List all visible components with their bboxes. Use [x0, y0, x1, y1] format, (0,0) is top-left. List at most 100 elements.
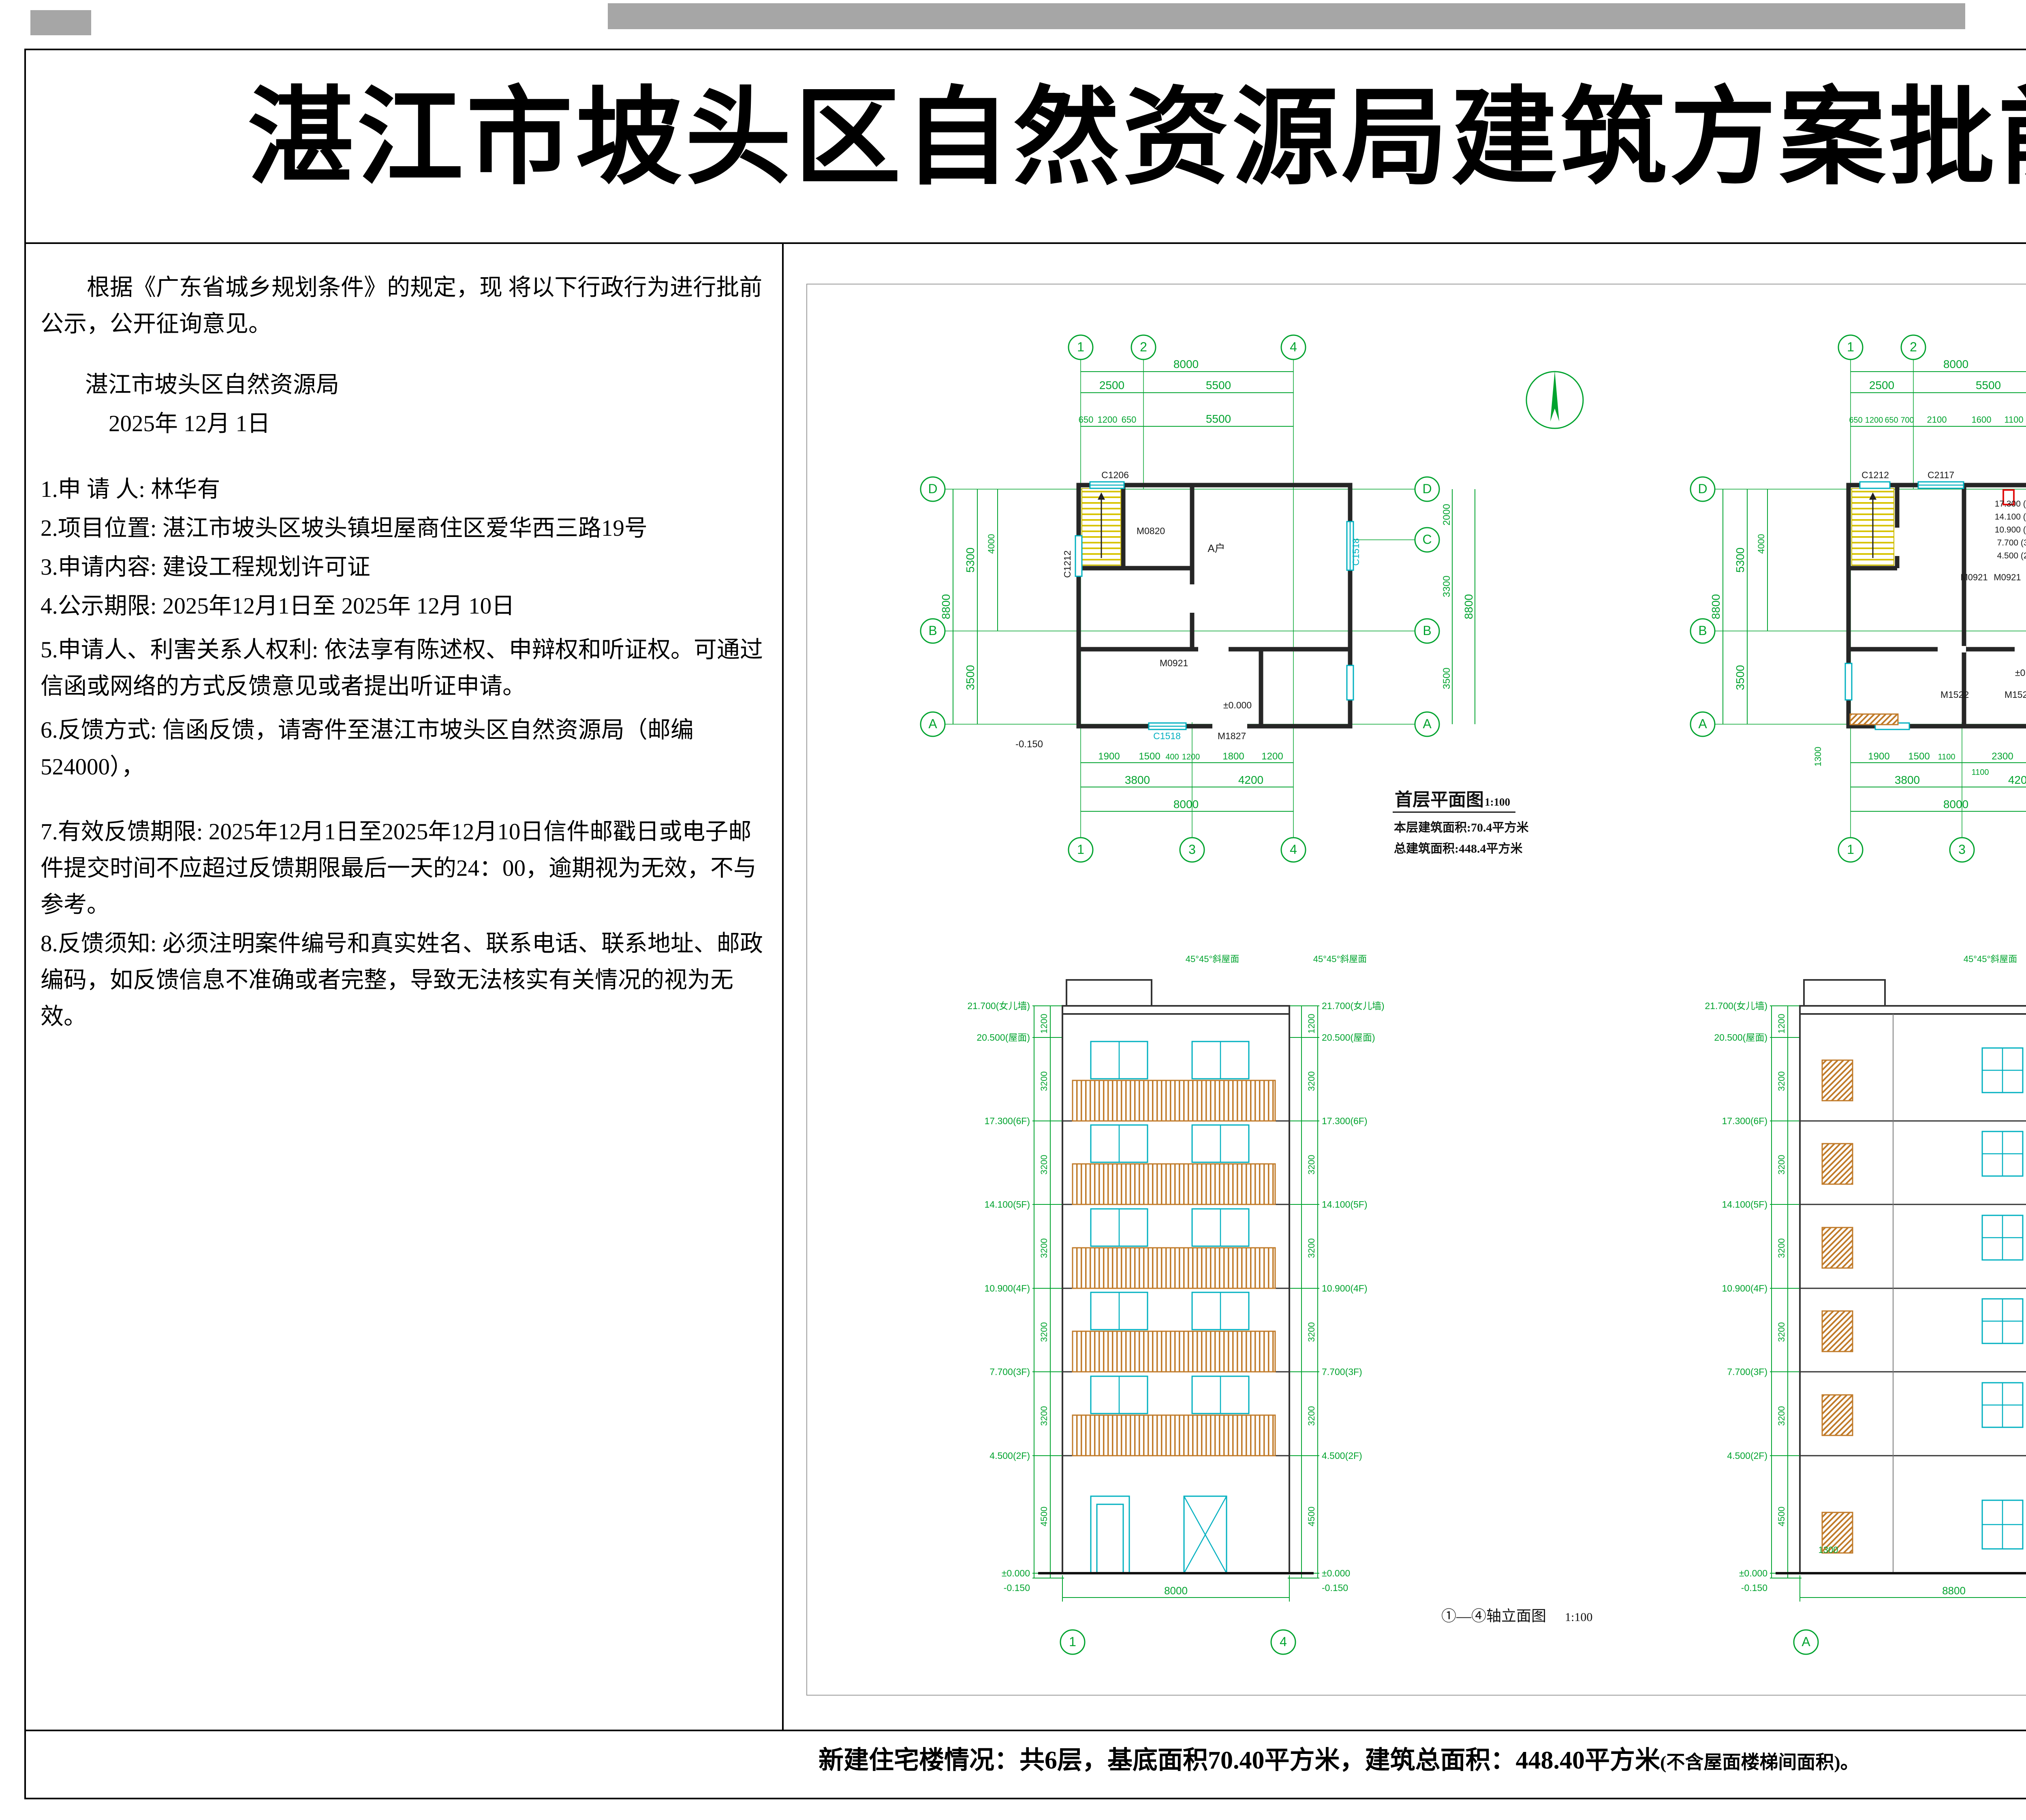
- page-title: 湛江市坡头区自然资源局建筑方案批前公示: [248, 80, 2026, 197]
- drawing-label: 45°45°斜屋面: [1313, 954, 1367, 964]
- axis-bubble-label: 4: [1290, 340, 1297, 354]
- drawing-label: 650: [1079, 415, 1094, 425]
- drawing-label: -0.150: [1004, 1583, 1030, 1593]
- drawing-label: 10.900 (4F): [1995, 525, 2026, 535]
- axis-bubble-label: D: [1698, 481, 1707, 496]
- drawing-label: 7.700 (3F): [1997, 538, 2026, 547]
- drawings-panel: 首层平面图 1:100 本层建筑面积:70.4平方米 总建筑面积:448.4平方…: [806, 284, 2026, 1696]
- drawing-label: M0921: [1994, 572, 2021, 582]
- drawing-label: 4.500(2F): [1322, 1450, 1362, 1461]
- drawing-label: 1900: [1098, 751, 1120, 762]
- drawing-label: 3200: [1776, 1322, 1787, 1342]
- elev1-labels: 21.700(女儿墙) 20.500(屋面) 17.300(6F) 14.100(5F…: [967, 954, 1385, 1655]
- drawing-label: 20.500(屋面): [977, 1032, 1030, 1043]
- drawing-label: 700: [1900, 416, 1914, 425]
- axis-bubble: [1838, 837, 1864, 863]
- drawing-label: M0820: [1137, 526, 1165, 536]
- drawing-label: 3200: [1039, 1071, 1049, 1091]
- drawing-label: 20.500(屋面): [1714, 1032, 1767, 1043]
- axis-bubble: [1280, 334, 1306, 360]
- axis-bubble-label: A: [1802, 1634, 1810, 1649]
- drawing-label: 7.700(3F): [1322, 1367, 1362, 1377]
- drawing-label: 3200: [1039, 1238, 1049, 1258]
- axis-bubble-label: A: [1423, 716, 1432, 731]
- drawing-label: 8000: [1943, 358, 1968, 370]
- axis-bubble-label: 4: [1280, 1634, 1287, 1649]
- drawing-label: 3200: [1306, 1238, 1316, 1258]
- axis-bubble-label: 1: [1069, 1634, 1076, 1649]
- axis-bubble: [1900, 334, 1926, 360]
- drawing-label: C2117: [1928, 470, 1954, 480]
- elev1-ground-doors: [1090, 1495, 1227, 1574]
- drawing-label: M0921: [1960, 572, 1988, 582]
- drawing-label: 17.300 (6F): [1995, 499, 2026, 509]
- drawing-label: 3200: [1776, 1406, 1787, 1426]
- drawing-label: 21.700(女儿墙): [967, 1001, 1030, 1011]
- elev2-labels: 21.700(女儿墙)20.500(屋面)17.300(6F)14.100(5F…: [1705, 954, 2017, 1655]
- drawing-label: 4500: [1039, 1507, 1049, 1527]
- drawing-label: 3200: [1306, 1322, 1316, 1342]
- drawing-label: 10.900(4F): [984, 1283, 1030, 1294]
- axis-bubble: [1690, 618, 1716, 644]
- drawing-label: C1212: [1861, 470, 1889, 480]
- elev1-floor-5F: [1072, 1124, 1276, 1205]
- north-compass-icon: [1526, 371, 1584, 429]
- drawings-svg: 首层平面图 1:100 本层建筑面积:70.4平方米 总建筑面积:448.4平方…: [920, 334, 2026, 1655]
- plan1-scale: 1:100: [1485, 796, 1510, 808]
- axis-bubble-label: 1: [1077, 340, 1084, 354]
- drawing-label: 8800: [1462, 594, 1475, 619]
- drawing-label: 14.100(5F): [1722, 1199, 1767, 1210]
- title-divider: [24, 242, 2026, 244]
- drawing-label: C1518: [1351, 538, 1361, 566]
- axis-bubble: [1949, 837, 1975, 863]
- drawing-label: 3200: [1039, 1322, 1049, 1342]
- plan2-windows: [1844, 481, 1964, 730]
- drawing-label: 1200: [1039, 1014, 1049, 1034]
- drawing-label: 3500: [964, 665, 977, 690]
- drawing-label: ±0.000: [1739, 1568, 1767, 1578]
- drawing-label: 400: [1165, 753, 1179, 761]
- notice-item-4: 4.公示期限: 2025年12月1日至 2025年 12月 10日: [41, 593, 515, 619]
- axis-bubble-label: A: [1698, 716, 1707, 731]
- drawing-label: 5500: [1206, 379, 1231, 391]
- elev2-drawing: Ⓐ—Ⓓ轴立面图 1:100: [1770, 979, 2026, 1602]
- drawing-label: 5300: [964, 547, 977, 573]
- drawing-label: 8800: [1942, 1585, 1966, 1597]
- axis-bubble: [920, 711, 946, 737]
- axis-bubble: [1060, 1629, 1086, 1655]
- drawing-label: 17.300(6F): [984, 1116, 1030, 1126]
- elev2-windows: [1981, 1047, 2024, 1550]
- axis-bubble: [1690, 476, 1716, 502]
- footer-summary: 新建住宅楼情况：共6层，基底面积70.40平方米，建筑总面积：448.40平方米…: [819, 1739, 2026, 1776]
- drawing-label: ±0.000: [1002, 1568, 1030, 1578]
- axis-bubble-label: 1: [1847, 842, 1854, 857]
- sheet-border: [24, 49, 2026, 1799]
- axis-bubble-label: B: [928, 623, 937, 638]
- drawing-label: 14.100(5F): [1322, 1199, 1368, 1210]
- axis-bubble: [1270, 1629, 1296, 1655]
- axis-bubble-label: D: [928, 481, 937, 496]
- drawing-label: 1600: [1972, 415, 1992, 425]
- axis-bubble: [1131, 334, 1156, 360]
- drawing-label: 1200: [1098, 415, 1118, 425]
- issuing-authority: 湛江市坡头区自然资源局: [85, 372, 339, 398]
- drawing-label: 3800: [1895, 774, 1920, 786]
- drawing-label: M1827: [1218, 731, 1246, 741]
- drawing-label: 3500: [1734, 665, 1746, 690]
- drawing-label: 1200: [1306, 1014, 1316, 1034]
- drawing-label: 45°45°斜屋面: [1186, 954, 1240, 964]
- elev1-floor-3F: [1072, 1292, 1276, 1373]
- drawing-label: 650: [1122, 415, 1137, 425]
- drawing-label: A户: [1207, 542, 1225, 554]
- drawing-label: 14.100 (5F): [1995, 512, 2026, 522]
- drawing-label: C1206: [1101, 470, 1129, 480]
- drawing-label: 3200: [1306, 1071, 1316, 1091]
- drawing-label: 2100: [1927, 415, 1947, 425]
- drawing-label: 3500: [1441, 667, 1452, 689]
- drawing-label: 4.500(2F): [989, 1450, 1030, 1461]
- footer-note-text: (不含屋面楼梯间面积)。: [1660, 1752, 1859, 1773]
- notice-item-2: 2.项目位置: 湛江市坡头区坡头镇坦屋商住区爱华西三路19号: [41, 515, 648, 541]
- plan1-caption: 首层平面图: [1395, 790, 1484, 810]
- roof-bulkhead: [1803, 979, 1886, 1007]
- elev1-floor-2F: [1072, 1375, 1276, 1456]
